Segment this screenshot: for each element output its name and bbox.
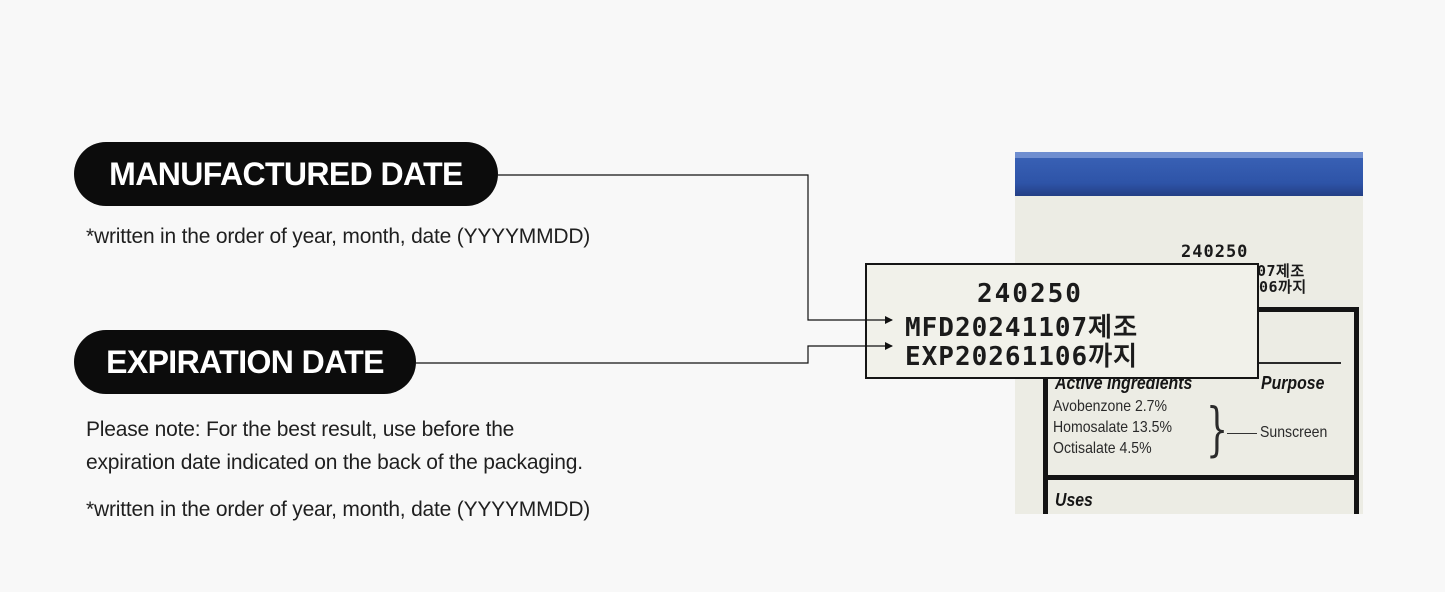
zoom-exp-line: EXP20261106까지	[905, 342, 1139, 372]
packaging-lot-number: 240250	[1181, 242, 1249, 262]
manufactured-date-note: *written in the order of year, month, da…	[86, 225, 591, 248]
expiration-date-label: EXPIRATION DATE	[74, 330, 416, 394]
expiration-note-line2: expiration date indicated on the back of…	[86, 451, 583, 474]
drug-facts-divider-thick	[1043, 475, 1359, 480]
manufactured-date-label: MANUFACTURED DATE	[74, 142, 498, 206]
packaging-blue-band	[1015, 152, 1363, 196]
packaging-exp-print: 06까지	[1259, 278, 1307, 296]
mfd-connector-arrow	[498, 174, 893, 324]
packaging-band-highlight	[1015, 152, 1363, 158]
zoom-mfd-line: MFD20241107제조	[905, 313, 1139, 343]
brace-icon: }	[1206, 395, 1229, 463]
zoomed-date-print: 240250 MFD20241107제조 EXP20261106까지	[865, 263, 1259, 379]
purpose-value: Sunscreen	[1260, 424, 1328, 441]
uses-heading: Uses	[1055, 490, 1093, 510]
expiration-date-format-note: *written in the order of year, month, da…	[86, 498, 591, 521]
ingredient-item: Octisalate 4.5%	[1053, 440, 1152, 457]
exp-connector-arrow	[416, 342, 893, 364]
zoom-lot-number: 240250	[977, 279, 1083, 309]
packaging-mfd-print: 07제조	[1257, 262, 1305, 280]
purpose-heading: Purpose	[1261, 373, 1325, 393]
ingredient-item: Avobenzone 2.7%	[1053, 398, 1168, 415]
ingredient-item: Homosalate 13.5%	[1053, 419, 1172, 436]
dash-line	[1227, 433, 1257, 434]
expiration-note-line1: Please note: For the best result, use be…	[86, 418, 515, 441]
